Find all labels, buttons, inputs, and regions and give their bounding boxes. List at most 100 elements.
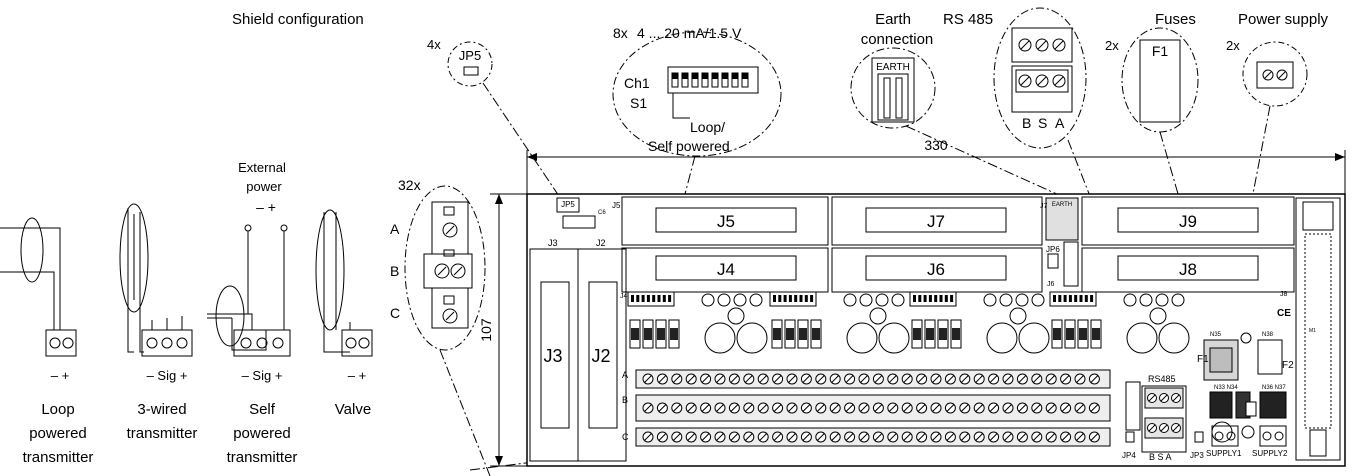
caption-loop-1: Loop	[41, 401, 74, 418]
caption-3wired-2: transmitter	[127, 425, 198, 442]
terminal-screw-slot	[874, 375, 883, 383]
terminal-screw-slot	[932, 375, 940, 383]
terminal-screw-slot	[816, 433, 825, 441]
terminal-screw-slot	[730, 433, 739, 441]
board-dip-lever	[944, 295, 948, 302]
board-dip-lever	[641, 295, 645, 302]
inductor-small	[1009, 307, 1027, 325]
terminal-screw-slot	[744, 404, 753, 412]
rs485-pin-b: B	[1022, 115, 1031, 131]
fuses-title: Fuses	[1155, 11, 1196, 28]
terminal-screw-slot	[759, 375, 768, 383]
earth-tag: EARTH	[876, 62, 910, 73]
terminal-screw-slot	[658, 375, 667, 383]
terminal-screw-slot	[701, 375, 710, 383]
capacitor	[891, 293, 905, 307]
capacitor	[749, 293, 763, 307]
capacitor	[983, 293, 997, 307]
board-dip-lever	[928, 295, 932, 302]
board-dip-lever	[794, 295, 798, 302]
board-n38: N38	[1262, 332, 1274, 338]
callout-shield: Shield configuration 4x JP5	[232, 11, 493, 87]
connector-j9: J9	[1117, 207, 1259, 233]
terminal-screw-slot	[716, 433, 724, 441]
terminal-screw-slot	[960, 404, 969, 412]
terminal-screw-slot	[1018, 433, 1027, 441]
board-jp4: JP4	[1122, 451, 1136, 460]
board-jp3: JP3	[1190, 451, 1204, 460]
terminal-screw-slot	[716, 404, 724, 412]
capacitor	[1031, 293, 1045, 307]
terminal-screw-slot	[946, 404, 955, 412]
board-row-b: B	[622, 395, 628, 405]
board-supply2: SUPPLY2	[1252, 449, 1288, 458]
board-earth: EARTH	[1052, 202, 1072, 208]
inductor	[1158, 322, 1190, 354]
diode	[812, 328, 820, 340]
terminal-screw-slot	[1004, 433, 1012, 441]
board-dip-lever	[778, 295, 782, 302]
terminal-screw-slot	[860, 404, 868, 412]
terminal-screw-slot	[1090, 404, 1099, 412]
dimension-height-value: 107	[478, 318, 494, 342]
wiring-self-powered	[207, 224, 291, 357]
terminal-screw-slot	[831, 375, 840, 383]
rs485-screw-slot	[1172, 394, 1180, 402]
terminal-screw-slot	[788, 404, 796, 412]
dip-switch-body	[671, 72, 749, 88]
rs485-board-terminal	[1144, 387, 1184, 439]
board-dip-lever	[668, 295, 672, 302]
board: JP5 C6 J5 J5 J7 J9 J4 J6	[526, 193, 1346, 467]
terminal-screw-slot	[888, 404, 897, 412]
dip-switch-lever-knob	[692, 73, 698, 79]
diode	[786, 328, 794, 340]
board-dip-lever	[918, 295, 922, 302]
connector-j5-label: J5	[717, 212, 735, 231]
diode	[799, 328, 807, 340]
dip-switch-label: S1	[630, 95, 647, 111]
diode	[644, 328, 652, 340]
external-power-label-1: External	[238, 160, 286, 175]
caption-loop-3: transmitter	[23, 449, 94, 466]
terminal-screw-slot	[1076, 433, 1084, 441]
board-dip-switch	[627, 291, 675, 307]
terminal-screw-slot	[773, 433, 782, 441]
terminal-screw-slot	[701, 433, 710, 441]
terminal-screw-slot	[672, 404, 681, 412]
terminal-row-c: C	[390, 305, 400, 321]
board-dip-lever	[1068, 295, 1072, 302]
terminal-screw-slot	[975, 433, 984, 441]
board-jp5: JP5	[561, 200, 575, 209]
board-j2-small: J2	[596, 238, 606, 248]
inductor	[878, 322, 910, 354]
dimension-width: 330	[526, 137, 1346, 195]
shield-count: 4x	[427, 37, 441, 52]
callout-rs485: RS 485 B S A	[943, 7, 1087, 149]
terminal-screw-slot	[860, 433, 868, 441]
board-dip-lever	[636, 295, 640, 302]
board-n35: N35	[1210, 332, 1222, 338]
terminal-screw-slot	[1076, 404, 1084, 412]
dimension-height: 107	[478, 193, 528, 467]
board-j4-small: J4	[620, 293, 628, 300]
terminal-screw-slot	[874, 404, 883, 412]
board-dip-lever	[810, 295, 814, 302]
board-dip-lever	[1079, 295, 1083, 302]
inductor	[846, 322, 878, 354]
terminal-screw-slot	[845, 375, 854, 383]
shield-title: Shield configuration	[232, 11, 364, 28]
terminal-screw-slot	[1032, 375, 1041, 383]
inductor-small	[1149, 307, 1167, 325]
caption-self-1: Self	[249, 401, 276, 418]
terminal-screw-slot	[831, 433, 840, 441]
terminal-block-rows	[635, 369, 1111, 447]
terminal-screw-slot	[759, 404, 768, 412]
rs485-pin-s: S	[1038, 115, 1047, 131]
shield-jp5: JP5	[459, 48, 481, 63]
terminal-screw-slot	[672, 433, 681, 441]
board-ce: CE	[1277, 308, 1291, 319]
capacitor	[1171, 293, 1185, 307]
board-j3-small: J3	[548, 238, 558, 248]
rs485-title: RS 485	[943, 11, 993, 28]
